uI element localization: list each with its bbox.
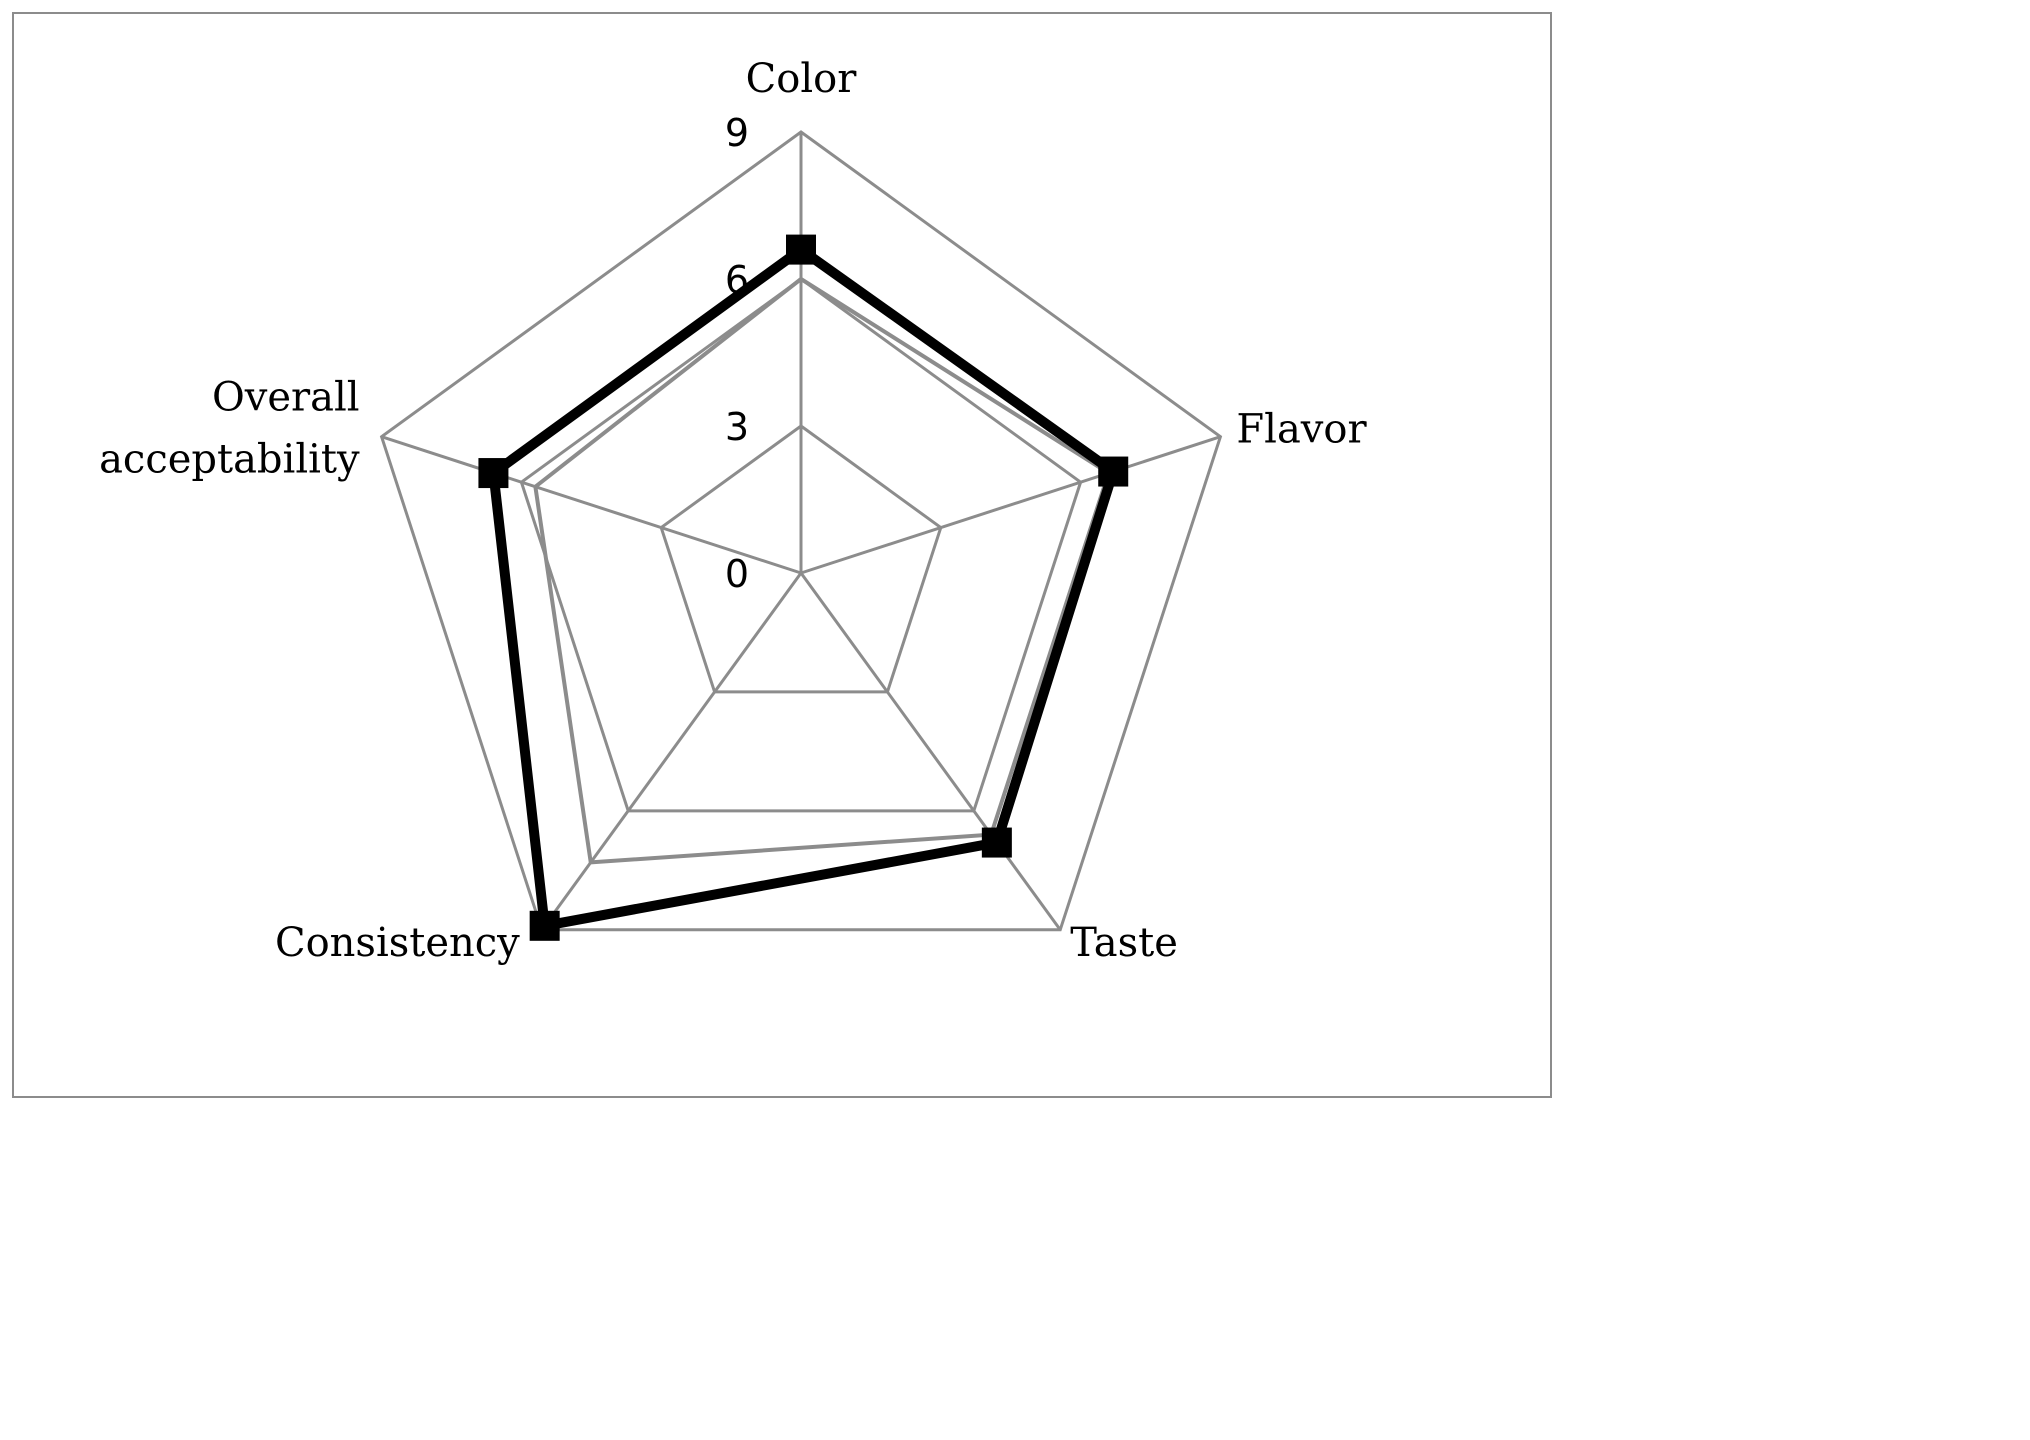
chart-frame <box>12 12 1552 1098</box>
grid-spoke <box>799 572 1062 931</box>
category-label: Taste <box>1070 920 1178 966</box>
category-label: Flavor <box>1236 407 1367 453</box>
category-label: Color <box>746 56 858 102</box>
tick-label: 6 <box>725 258 749 302</box>
tick-label: 9 <box>725 111 749 155</box>
tick-label: 0 <box>725 552 749 596</box>
category-label: acceptability <box>99 437 360 483</box>
radar-markers <box>478 234 1129 941</box>
category-label: Overall <box>212 375 360 421</box>
data-point-marker <box>478 458 509 489</box>
data-point-marker <box>786 234 816 265</box>
series-line-2 <box>533 276 1111 865</box>
series-line-1 <box>488 243 1120 932</box>
data-point-marker <box>529 910 560 941</box>
grid-spoke <box>540 572 803 931</box>
grid-spoke <box>381 435 802 575</box>
data-point-marker <box>981 827 1012 858</box>
tick-label: 3 <box>725 405 749 449</box>
category-label: Consistency <box>275 920 520 966</box>
data-point-marker <box>1098 456 1129 487</box>
radar-series <box>488 243 1120 932</box>
radar-grid <box>379 130 1223 932</box>
grid-ring <box>659 424 943 694</box>
radial-tick-labels: 0 3 6 9 <box>725 111 749 596</box>
grid-spoke <box>800 435 1221 575</box>
grid-ring <box>379 130 1223 932</box>
grid-ring <box>519 277 1083 813</box>
